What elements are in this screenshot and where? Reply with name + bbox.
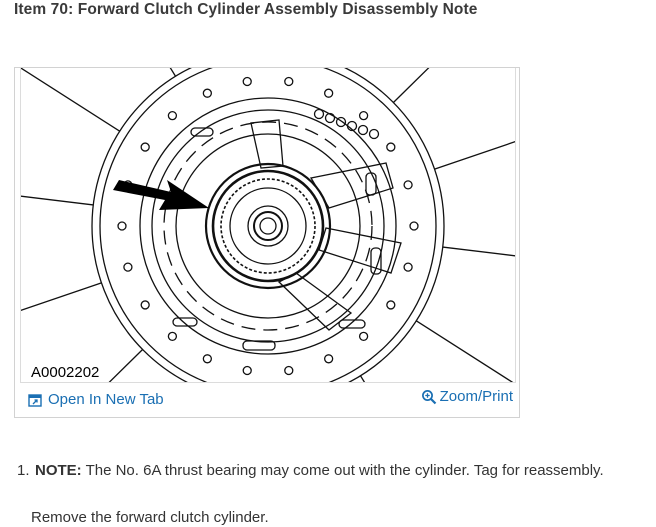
- open-in-new-tab-label: Open In New Tab: [48, 391, 164, 408]
- procedure-steps: 1. NOTE: The No. 6A thrust bearing may c…: [17, 462, 604, 479]
- zoom-print-link[interactable]: Zoom/Print: [421, 388, 513, 405]
- clutch-cylinder-drawing: [21, 68, 515, 382]
- spokes: [21, 68, 515, 382]
- open-in-new-tab-link[interactable]: Open In New Tab: [28, 391, 164, 408]
- illustration-panel: A0002202 Open In New Tab Zoom/Print: [14, 67, 520, 418]
- figure-code: A0002202: [31, 364, 100, 381]
- bolt-holes: [117, 76, 419, 376]
- magnifier-icon: [421, 389, 437, 405]
- figure-toolbar: Open In New Tab Zoom/Print: [15, 384, 519, 417]
- pointer-arrow: [113, 180, 209, 210]
- note-text: The No. 6A thrust bearing may come out w…: [85, 462, 604, 479]
- open-in-new-tab-icon: [28, 393, 42, 407]
- zoom-print-label: Zoom/Print: [439, 388, 513, 405]
- note-label: NOTE:: [35, 462, 82, 479]
- step-item: 1. NOTE: The No. 6A thrust bearing may c…: [17, 462, 604, 479]
- clutch-cylinder-illustration[interactable]: A0002202: [20, 68, 516, 383]
- step-number: 1.: [17, 462, 30, 479]
- page-title: Item 70: Forward Clutch Cylinder Assembl…: [14, 1, 478, 18]
- step-instruction: Remove the forward clutch cylinder.: [31, 509, 269, 526]
